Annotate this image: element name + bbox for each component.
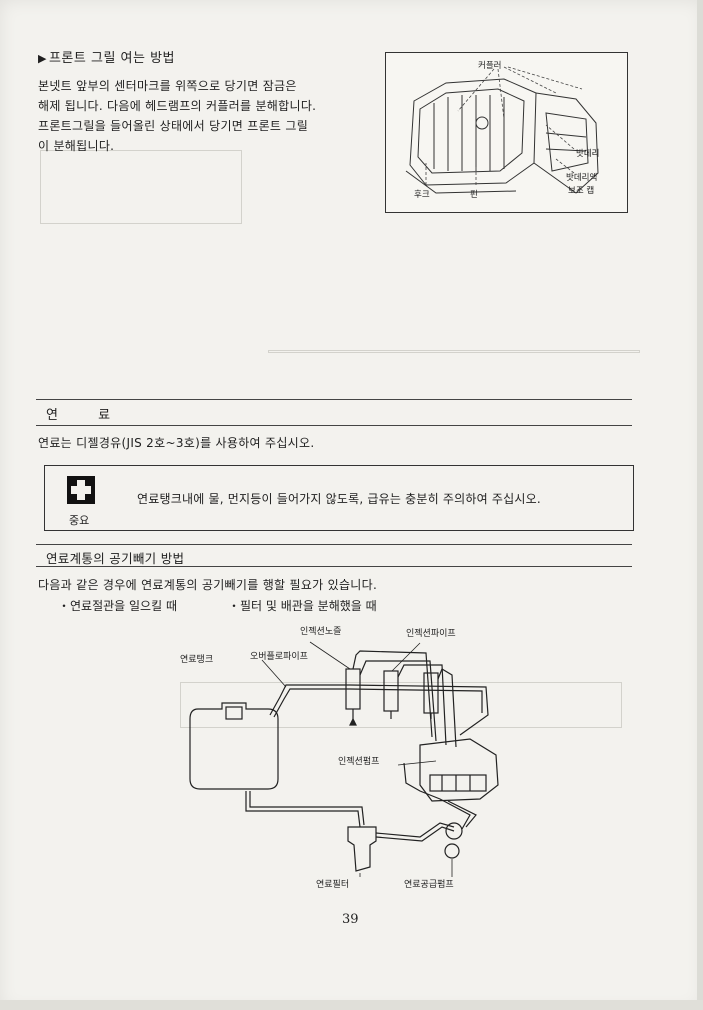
figure-front-grille: 커플러 밧데리 밧데리액 보조 캡 후크 핀 — [385, 52, 628, 213]
page-bottom-edge — [0, 1000, 703, 1010]
page-right-edge — [697, 0, 703, 1010]
page-number: 39 — [342, 912, 359, 927]
fuel-instruction: 연료는 디젤경유(JIS 2호~3호)를 사용하여 주십시오. — [38, 436, 315, 450]
paragraph-line: 프론트그릴을 들어올린 상태에서 당기면 프론트 그릴 — [38, 119, 309, 133]
section-title-air-bleed: 연료계통의 공기빼기 방법 — [46, 551, 185, 566]
fuel-system-diagram — [189, 641, 499, 877]
label-injection-pipe: 인젝션파이프 — [406, 629, 456, 639]
tractor-front-illustration — [405, 66, 599, 194]
bullet-item: ・연료절관을 일으킬 때 — [58, 599, 177, 613]
label-fuel-filter: 연료필터 — [316, 880, 350, 890]
paragraph-line: 이 분해됩니다. — [38, 139, 115, 153]
section-heading-front-grille: ▶프론트 그릴 여는 방법 — [38, 51, 176, 66]
label-aux-cap: 보조 캡 — [568, 186, 595, 196]
section-top-rule — [36, 544, 632, 545]
air-bleed-intro: 다음과 같은 경우에 연료계통의 공기빼기를 행할 필요가 있습니다. — [38, 578, 378, 592]
label-feed-pump: 연료공급펌프 — [404, 880, 454, 890]
bullet-item: ・필터 및 배관을 분해했을 때 — [228, 599, 377, 613]
bleed-through-artifact — [180, 682, 622, 728]
figure-fuel-system: 인젝션노즐 인젝션파이프 연료탱크 오버플로파이프 인젝션펌프 연료필터 연료공… — [170, 615, 530, 905]
label-overflow-pipe: 오버플로파이프 — [250, 652, 308, 662]
important-label: 중요 — [69, 514, 90, 527]
section-bottom-rule — [36, 425, 632, 426]
section-title-fuel: 연 료 — [46, 408, 129, 423]
bleed-through-artifact — [268, 350, 640, 353]
section-top-rule — [36, 399, 632, 400]
label-hook: 후크 — [414, 190, 430, 200]
fuel-tank-shape — [189, 702, 279, 790]
paragraph-line: 본넷트 앞부의 센터마크를 위쪽으로 당기면 잠금은 — [38, 79, 297, 93]
label-battery-fluid: 밧데리액 — [566, 173, 598, 183]
label-injection-pump: 인젝션펌프 — [338, 757, 380, 767]
label-battery: 밧데리 — [576, 149, 600, 159]
label-pin: 핀 — [470, 190, 478, 200]
triangle-marker-icon: ▶ — [38, 52, 47, 65]
notice-text: 연료탱크내에 물, 먼지등이 들어가지 않도록, 급유는 충분히 주의하여 주십… — [137, 492, 541, 506]
section-bottom-rule — [36, 566, 632, 567]
paragraph-line: 해제 됩니다. 다음에 헤드램프의 커플러를 분해합니다. — [38, 99, 317, 113]
label-injector-nozzle: 인젝션노즐 — [300, 627, 342, 637]
first-aid-cross-icon — [67, 476, 95, 504]
label-fuel-tank: 연료탱크 — [180, 655, 214, 665]
bleed-through-artifact — [40, 150, 242, 224]
important-notice-box: 중요 연료탱크내에 물, 먼지등이 들어가지 않도록, 급유는 충분히 주의하여… — [44, 465, 634, 531]
label-coupler: 커플러 — [478, 61, 502, 71]
